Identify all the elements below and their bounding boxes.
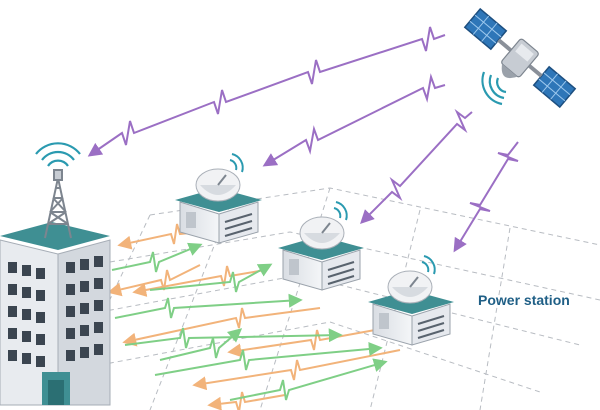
satellite-link-to-dish-1: [262, 73, 446, 167]
tower-building: [0, 222, 111, 406]
satellite-dish-icon: [387, 270, 433, 304]
satellite-link-to-dish-3: [453, 141, 519, 253]
satellite-link-to-dish-2: [360, 108, 473, 224]
signal-waves-icon: [35, 142, 81, 167]
power-station-label: Power station: [478, 292, 570, 308]
satellite-dish-icon: [299, 216, 345, 250]
dish-station-3: [368, 255, 454, 346]
signal-waves-icon: [333, 201, 348, 221]
satellite-dish-icon: [195, 168, 241, 202]
satellite-icon: [463, 7, 577, 109]
satellite-links: [87, 26, 519, 253]
signal-waves-icon: [421, 255, 436, 275]
signal-waves-icon: [481, 71, 507, 106]
satellite-link-to-tower: [87, 26, 446, 157]
signal-waves-icon: [229, 153, 244, 173]
cell-tower-icon: [44, 169, 72, 239]
dish-station-1: [175, 153, 262, 244]
dish-station-2: [278, 201, 364, 291]
green-links: [111, 242, 388, 401]
